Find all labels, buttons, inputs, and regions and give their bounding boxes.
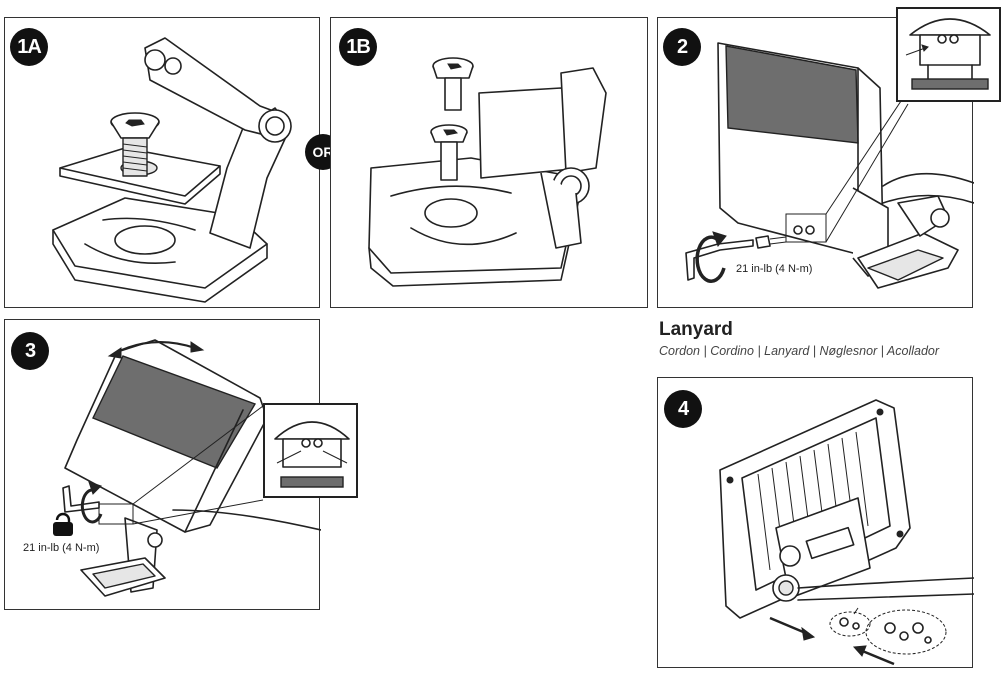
detail-inset (896, 7, 1001, 102)
inset-detail-illustration (274, 421, 350, 488)
step-badge: 4 (664, 390, 702, 428)
step-1a-panel: 1A (4, 17, 320, 308)
lanyard-title: Lanyard (659, 319, 733, 340)
bracket-with-bolt-illustration (368, 57, 607, 287)
floodlight-adjust-illustration (53, 339, 321, 597)
floodlight-back-lanyard-illustration (719, 399, 974, 666)
inset-detail-illustration (905, 18, 991, 90)
bolt-icon (432, 57, 474, 111)
lock-icon (53, 512, 73, 536)
step-badge: 2 (663, 28, 701, 66)
torque-spec: 21 in-lb (4 N-m) (23, 542, 100, 554)
step-1b-panel: 1B (330, 17, 648, 308)
rotate-arrow-icon (80, 481, 103, 524)
rotate-arrow-icon (695, 231, 727, 283)
double-arrow-icon (107, 341, 205, 359)
lanyard-subtitle: Cordon | Cordino | Lanyard | Nøglesnor |… (659, 344, 940, 358)
step-badge: 1A (10, 28, 48, 66)
step-badge: 3 (11, 332, 49, 370)
step-3-panel: 3 21 in-lb (4 N-m) (4, 319, 358, 610)
push-arrow-icon (769, 616, 816, 641)
torque-spec: 21 in-lb (4 N-m) (736, 263, 813, 275)
push-arrow-icon (852, 645, 895, 666)
hex-key-icon (685, 239, 754, 281)
detail-inset (263, 403, 358, 498)
step-2-panel: 2 21 in-lb (4 N-m) (657, 7, 1001, 308)
step-badge: 1B (339, 28, 377, 66)
floodlight-mount-illustration (685, 42, 974, 289)
bolt-icon (430, 124, 468, 181)
screw-icon (110, 112, 160, 177)
bracket-with-screw-illustration (52, 37, 292, 303)
step-4-panel: 4 (657, 377, 974, 668)
